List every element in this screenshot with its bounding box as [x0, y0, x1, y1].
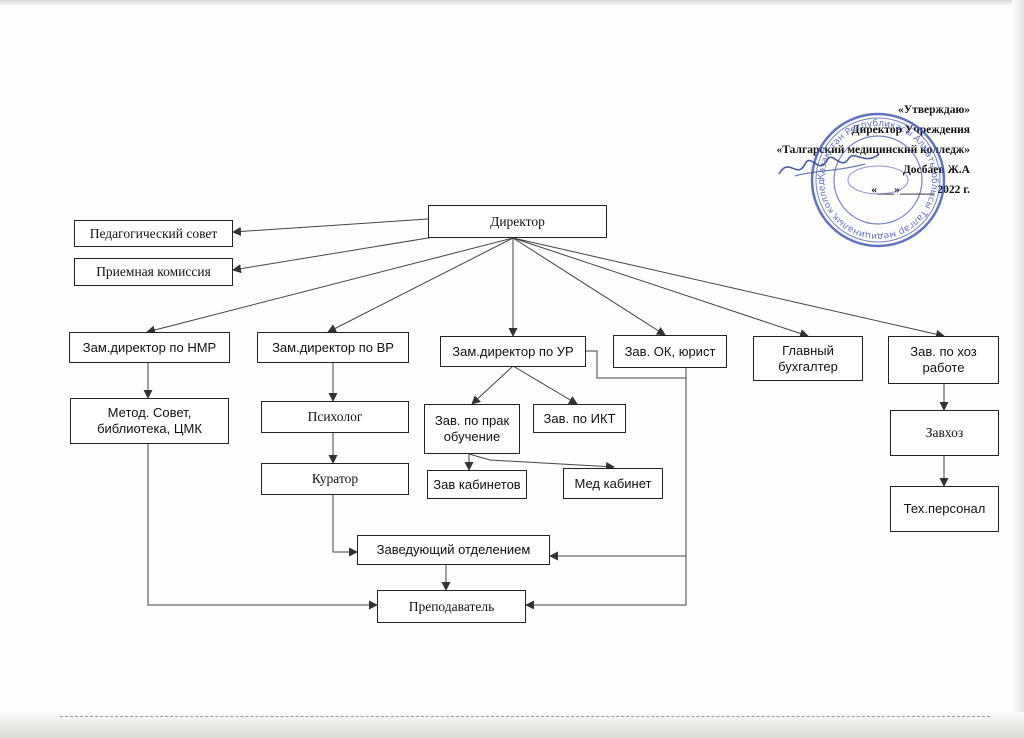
edge-curator-depthead [332, 495, 358, 557]
approval-block: «Утверждаю» Директор Учреждения «Талгарс… [700, 100, 970, 200]
scan-edge-top [0, 0, 1024, 6]
edge-director-hoz [512, 237, 945, 339]
node-cabinet-heads: Зав кабинетов [427, 470, 527, 499]
edge-ur-ikt [512, 365, 578, 405]
edge-director-ok [512, 237, 666, 336]
node-supply-manager: Завхоз [890, 410, 999, 456]
node-technical-staff: Тех.персонал [890, 486, 999, 532]
node-deputy-nmr: Зам.директор по НМР [69, 332, 230, 363]
node-deputy-vr: Зам.директор по ВР [257, 332, 409, 363]
approval-line-college: «Талгарский медицинский колледж» [776, 144, 970, 156]
director-signature [778, 153, 880, 177]
node-methodical-council: Метод. Совет, библиотека, ЦМК [70, 398, 229, 444]
node-practical-training: Зав. по прак обучение [424, 404, 520, 454]
node-psychologist: Психолог [261, 401, 409, 433]
approval-line-position: Директор Учреждения [851, 124, 970, 136]
node-ok-lawyer: Зав. ОК, юрист [613, 335, 727, 368]
node-medical-office: Мед кабинет [563, 468, 663, 499]
node-curator: Куратор [261, 463, 409, 495]
node-teacher: Преподаватель [377, 590, 526, 623]
edge-ur-depthead [549, 350, 687, 561]
edge-director-pedcouncil [232, 218, 429, 236]
node-director: Директор [428, 205, 607, 238]
node-pedagogical-council: Педагогический совет [74, 220, 233, 247]
edge-director-accountant [512, 237, 809, 338]
edge-director-nmr [146, 237, 514, 335]
node-ikt: Зав. по ИКТ [533, 404, 626, 433]
scan-edge-right [1012, 0, 1024, 738]
node-admission-committee: Приемная комиссия [74, 258, 233, 286]
edge-director-admission [232, 235, 441, 274]
node-deputy-ur: Зам.директор по УР [440, 336, 586, 367]
node-department-head: Заведующий отделением [357, 535, 550, 565]
scan-artifact-line [60, 716, 990, 717]
approval-line-approve: «Утверждаю» [898, 104, 970, 116]
edge-ok-teacher [525, 367, 687, 610]
official-stamp: Қазақстан Республикасы Алматы облысы Тал… [808, 110, 946, 248]
edge-prak-med [468, 453, 615, 472]
edge-ur-prak [471, 365, 514, 405]
edge-director-vr [327, 237, 514, 333]
node-chief-accountant: Главный бухгалтер [753, 336, 863, 381]
node-facilities-head: Зав. по хоз работе [888, 336, 999, 384]
edge-method-teacher [147, 443, 378, 610]
